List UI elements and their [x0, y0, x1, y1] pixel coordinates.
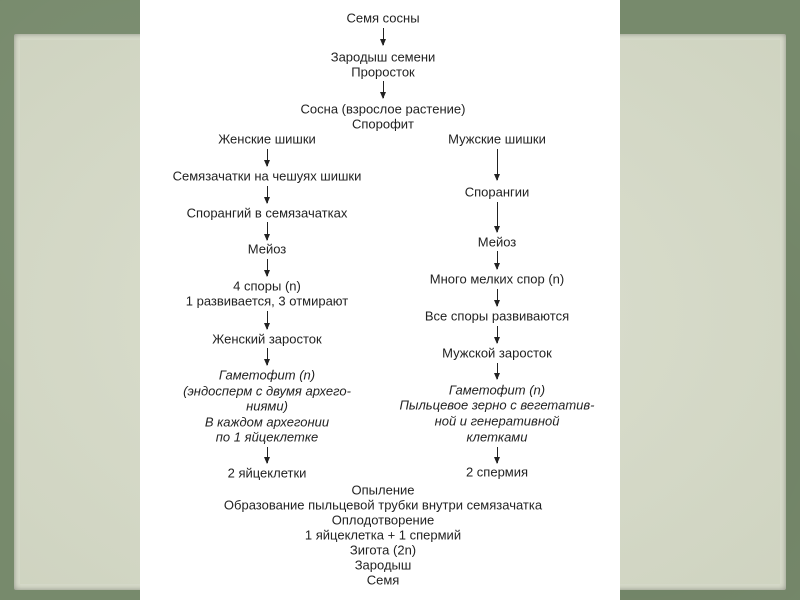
arrow-down-icon [494, 202, 500, 233]
node-egg-plus-sperm: 1 яйцеклетка + 1 спермий [304, 527, 462, 543]
node-pollen-grain: Пыльцевое зерно с вегетатив- [399, 397, 595, 413]
arrow-down-icon [494, 326, 500, 344]
node-pine-seed: Семя сосны [346, 10, 420, 26]
node-archegonium: В каждом архегонии [204, 414, 330, 430]
node-fertilization: Оплодотворение [331, 512, 435, 528]
node-one-develops: 1 развивается, 3 отмирают [185, 293, 349, 309]
arrow-down-icon [494, 251, 500, 270]
node-all-spores-develop: Все споры развиваются [424, 308, 570, 324]
arrow-down-icon [264, 149, 270, 167]
arrow-down-icon [380, 81, 386, 99]
node-female-gametophyte: Гаметофит (n) [218, 367, 316, 383]
node-endosperm: (эндосперм с двумя архего- [183, 383, 351, 399]
node-pollen-tube: Образование пыльцевой трубки внутри семя… [223, 497, 543, 513]
arrow-down-icon [264, 311, 270, 330]
arrow-down-icon [264, 447, 270, 464]
node-pollen-grain-cont: ной и генеративной [434, 413, 560, 429]
node-many-spores: Много мелких спор (n) [429, 271, 565, 287]
arrow-down-icon [494, 363, 500, 380]
node-endosperm-cont: ниями) [246, 398, 288, 414]
node-seedling: Проросток [351, 64, 415, 80]
node-pollen-cells: клетками [466, 429, 528, 445]
node-sporangia: Спорангии [464, 184, 530, 200]
node-meiosis-female: Мейоз [247, 241, 287, 257]
node-female-cones: Женские шишки [218, 131, 316, 147]
node-adult-pine: Сосна (взрослое растение) [300, 101, 466, 117]
node-male-gametophyte: Гаметофит (n) [448, 382, 546, 398]
node-embryo: Зародыш семени [330, 49, 436, 65]
node-zygote: Зигота (2n) [349, 542, 417, 558]
arrow-down-icon [264, 348, 270, 366]
node-ovules: Семязачатки на чешуях шишки [172, 168, 362, 184]
arrow-down-icon [264, 259, 270, 277]
node-two-eggs: 2 яйцеклетки [227, 465, 307, 481]
node-male-cones: Мужские шишки [448, 131, 546, 147]
node-one-egg: по 1 яйцеклетке [215, 429, 319, 445]
arrow-down-icon [380, 28, 386, 46]
node-meiosis-male: Мейоз [477, 234, 517, 250]
node-male-prothallus: Мужской заросток [442, 345, 552, 361]
arrow-down-icon [494, 289, 500, 307]
arrow-down-icon [264, 186, 270, 204]
node-four-spores: 4 споры (n) [233, 278, 301, 294]
arrow-down-icon [494, 149, 500, 181]
node-embryo-final: Зародыш [354, 557, 412, 573]
pine-life-cycle-diagram: Семя сосны Зародыш семени Проросток Сосн… [140, 0, 620, 600]
arrow-down-icon [494, 447, 500, 464]
node-pollination: Опыление [351, 482, 415, 498]
arrow-down-icon [264, 222, 270, 241]
node-two-sperm: 2 спермия [465, 464, 529, 480]
node-sporophyte: Спорофит [351, 116, 415, 132]
node-sporangium: Спорангий в семязачатках [186, 205, 348, 221]
node-seed: Семя [366, 572, 400, 588]
node-female-prothallus: Женский заросток [212, 331, 322, 347]
